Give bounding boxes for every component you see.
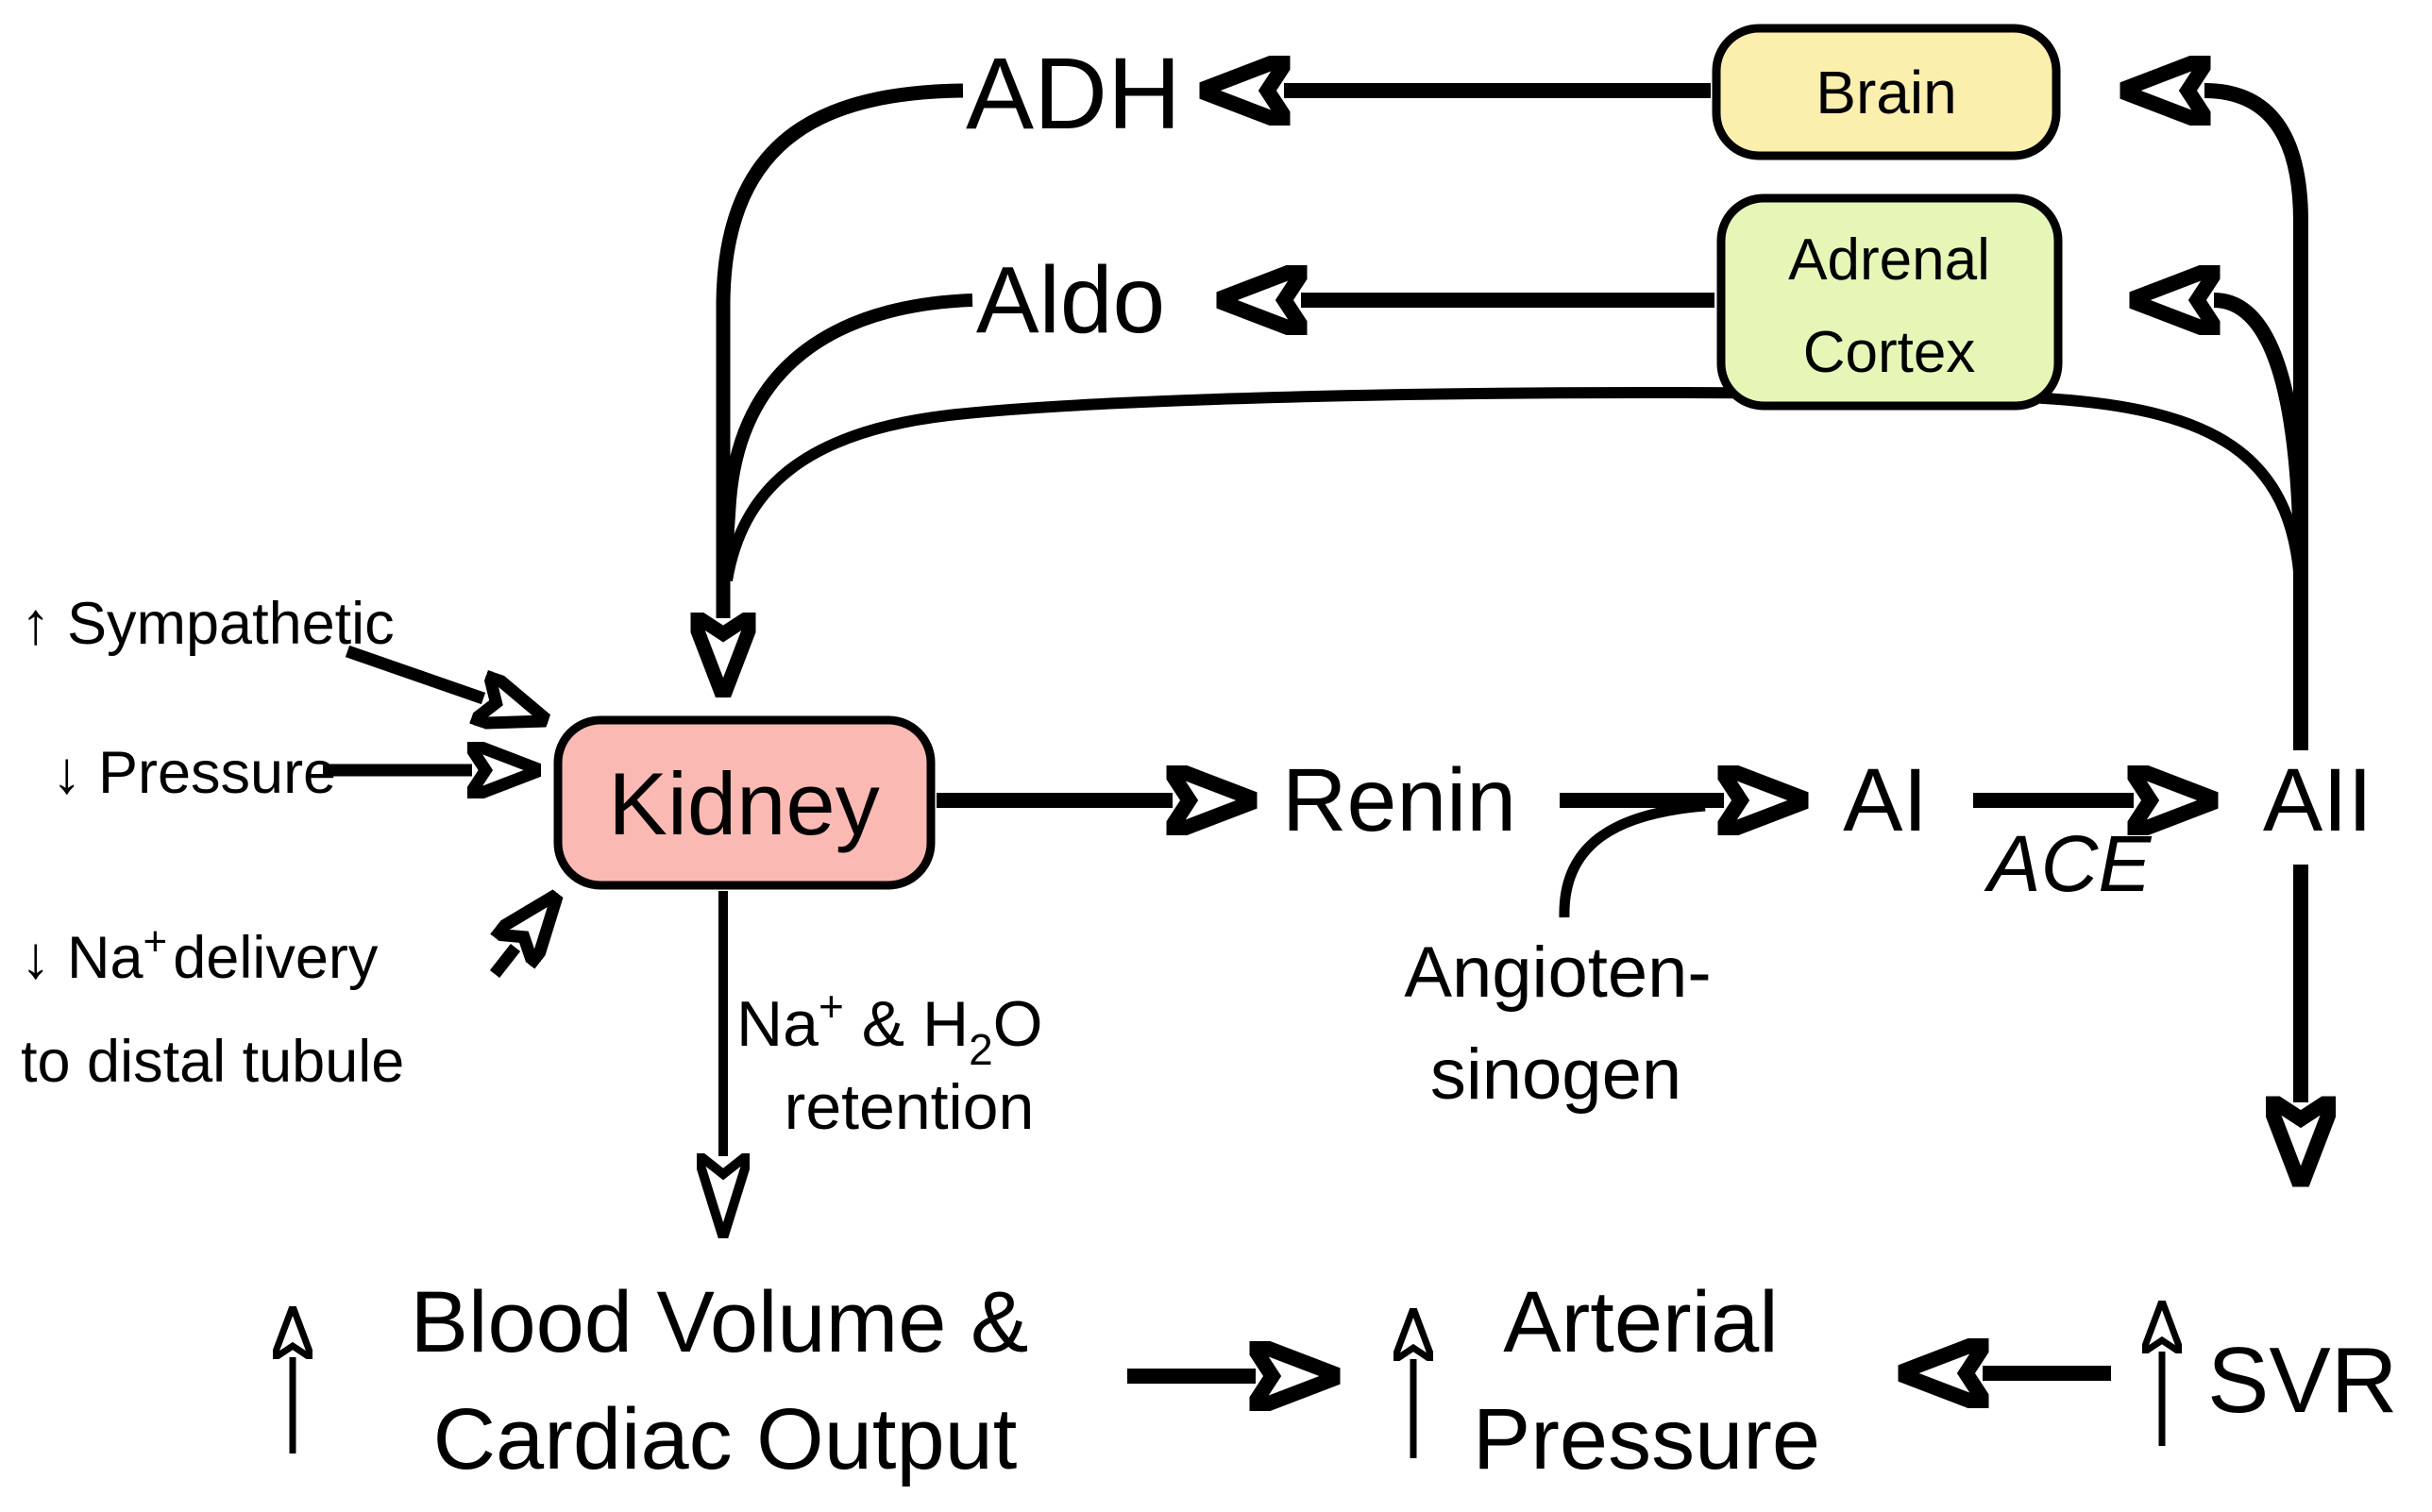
blood-volume-label-line2: Cardiac Output xyxy=(433,1391,1018,1487)
na-delivery-post: delivery xyxy=(173,925,379,991)
retention-plus-superscript: + xyxy=(819,982,844,1031)
svr-label: SVR xyxy=(2207,1328,2398,1432)
kidney-box xyxy=(553,715,936,890)
na-delivery-superscript: + xyxy=(144,918,168,965)
arrow-aii-to-brain xyxy=(2204,91,2308,750)
ace-label: ACE xyxy=(1984,819,2153,908)
retention-2-subscript: 2 xyxy=(969,1025,993,1074)
na-delivery-label-line2: to distal tubule xyxy=(21,1029,404,1095)
adrenal-cortex-box xyxy=(1716,193,2063,411)
blood-volume-label-line1: Blood Volume & xyxy=(411,1274,1029,1370)
arrow-aii-to-adrenal xyxy=(2214,300,2308,577)
ai-label: AI xyxy=(1843,750,1928,850)
aii-label: AII xyxy=(2263,750,2373,850)
kidney-label: Kidney xyxy=(608,754,879,853)
curve-aii-to-kidney xyxy=(721,387,2306,610)
arrow-na-delivery-to-kidney xyxy=(489,948,515,979)
brain-label: Brain xyxy=(1816,59,1956,126)
retention-o: O xyxy=(993,988,1043,1060)
arterial-pressure-label-line1: Arterial xyxy=(1503,1274,1778,1370)
renin-label: Renin xyxy=(1282,750,1516,850)
adrenal-cortex-label-line2: Cortex xyxy=(1803,320,1976,385)
pressure-label: ↓ Pressure xyxy=(52,740,336,806)
angiotensinogen-label-line2: sinogen xyxy=(1430,1034,1681,1115)
arterial-pressure-label-line2: Pressure xyxy=(1473,1391,1820,1487)
retention-na: Na xyxy=(736,988,819,1060)
sympathetic-label: ↑ Sympathetic xyxy=(21,591,395,657)
curve-angiotensinogen-to-arrow xyxy=(1559,800,1706,918)
adrenal-cortex-label-line1: Adrenal xyxy=(1788,227,1990,293)
na-delivery-label-line1: ↓ Na+delivery xyxy=(21,918,379,991)
arrow-sympathetic-to-kidney xyxy=(345,645,483,698)
retention-label-line1: Na+ & H2O xyxy=(736,982,1043,1074)
curve-adh-to-kidney xyxy=(723,83,964,618)
adh-label: ADH xyxy=(966,36,1181,150)
retention-label-line2: retention xyxy=(785,1071,1035,1143)
retention-and-h: & H xyxy=(844,988,969,1060)
aldo-label: Aldo xyxy=(976,247,1165,353)
angiotensinogen-label-line1: Angioten- xyxy=(1404,932,1711,1013)
na-delivery-pre: ↓ Na xyxy=(21,925,144,991)
curve-aldo-to-kidney xyxy=(718,294,973,572)
brain-box xyxy=(1712,24,2061,160)
